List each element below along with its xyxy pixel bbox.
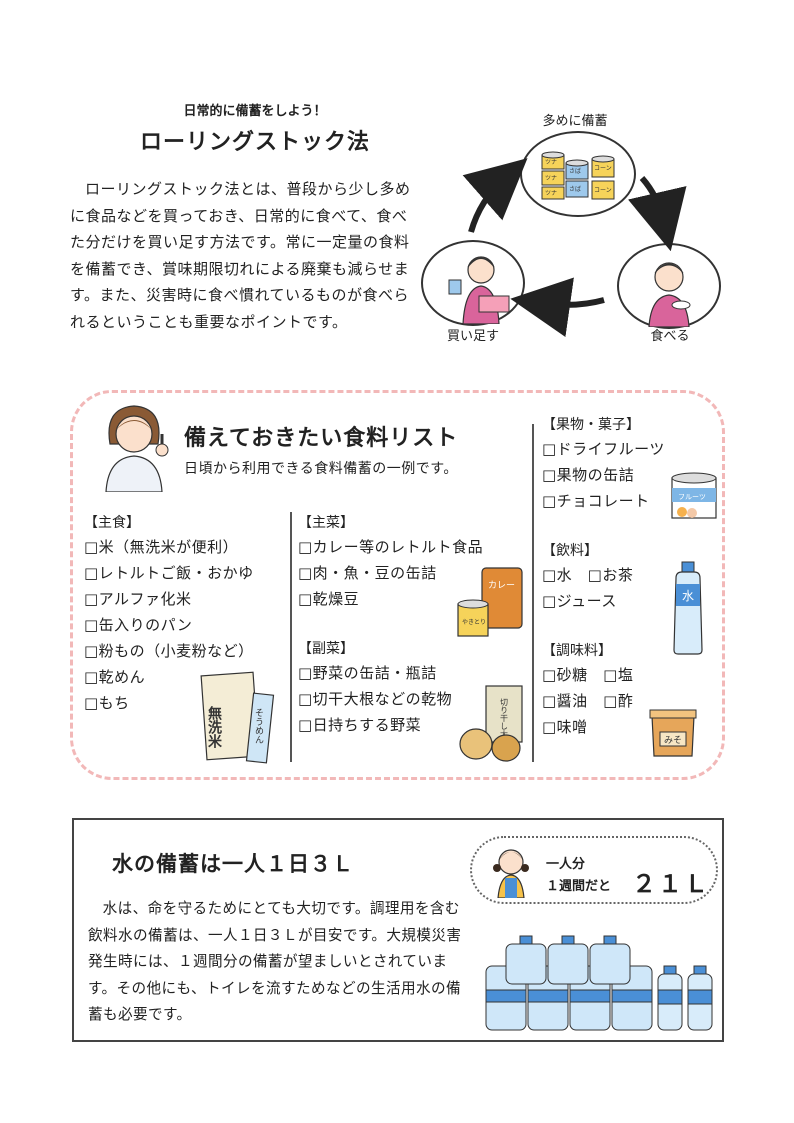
water-body: 水は、命を守るためにとても大切です。調理用を含む飲料水の備蓄は、一人１日３Ｌが目… (88, 900, 462, 1023)
water-bottles-illustration (485, 935, 713, 1031)
noodle-package-label: そうめん (253, 708, 264, 744)
stock-circle: ツナ ツナ さば ツナ さば コーン コーン (520, 131, 636, 217)
list-item: □水 □お茶 (542, 566, 634, 584)
main-dish-list: □カレー等のレトルト食品 □肉・魚・豆の缶詰 □乾燥豆 (298, 534, 483, 612)
retort-curry-illustration: カレー やきとり (457, 567, 523, 637)
food-list-box (70, 390, 725, 780)
cycle-label-stock: 多めに備蓄 (542, 114, 608, 129)
water-bottle-illustration: 水 (673, 561, 703, 655)
column-divider (532, 424, 534, 762)
can-label: ツナ (545, 190, 557, 197)
list-item: □ジュース (542, 592, 617, 610)
intro-subtitle: 日常的に備蓄をしよう！ (183, 104, 327, 119)
list-item: □醤油 □酢 (542, 692, 634, 710)
list-item: □日持ちする野菜 (298, 716, 422, 734)
list-item: □味噌 (542, 718, 588, 736)
seasonings-list: □砂糖 □塩 □醤油 □酢 □味噌 (542, 662, 633, 740)
fruit-list: □ドライフルーツ □果物の缶詰 □チョコレート (542, 436, 665, 514)
buy-circle (421, 240, 525, 326)
canned-goods-illustration: ツナ ツナ さば ツナ さば コーン コーン (541, 151, 615, 200)
list-item: □砂糖 □塩 (542, 666, 634, 684)
staple-list: □米（無洗米が便利） □レトルトご飯・おかゆ □アルファ化米 □缶入りのパン □… (84, 534, 254, 716)
water-box (72, 818, 724, 1042)
intro-title: ローリングストック法 (139, 130, 370, 155)
fruit-heading: 【果物・菓子】 (542, 417, 640, 433)
list-item: □果物の缶詰 (542, 466, 635, 484)
staple-heading: 【主食】 (84, 515, 140, 531)
column-divider (290, 512, 292, 762)
water-bottle-label: 水 (682, 589, 694, 603)
list-item: □米（無洗米が便利） (84, 538, 239, 556)
rice-and-noodles-illustration: 無洗米 そうめん (200, 671, 275, 764)
arrow-stock-to-eat (628, 176, 687, 252)
badge-per-week: １週間だと (546, 879, 612, 894)
can-label: さば (569, 167, 581, 175)
list-item: □乾めん (84, 668, 146, 686)
cycle-label-buy: 買い足す (446, 329, 499, 344)
side-dish-heading: 【副菜】 (298, 641, 354, 657)
person-shopping-illustration (448, 256, 510, 325)
drinks-list: □水 □お茶 □ジュース (542, 562, 633, 614)
can-label: コーン (594, 187, 612, 194)
main-dish-heading: 【主菜】 (298, 515, 354, 531)
rice-package-label: 無洗米 (206, 705, 222, 749)
can-label: さば (569, 185, 581, 193)
person-eating-illustration (648, 262, 691, 328)
yakitori-can-label: やきとり (462, 618, 486, 626)
food-list-subtitle: 日頃から利用できる食料備蓄の一例です。 (184, 461, 458, 477)
can-label: コーン (594, 165, 612, 172)
water-title: 水の備蓄は一人１日３Ｌ (112, 852, 354, 876)
dried-radish-label: 切り干し大根 (500, 698, 509, 747)
list-item: □アルファ化米 (84, 590, 192, 608)
cycle-label-eat: 食べる (650, 329, 690, 344)
seasonings-heading: 【調味料】 (542, 643, 612, 659)
curry-package-label: カレー (488, 580, 515, 591)
miso-container-illustration: みそ (649, 709, 697, 757)
list-item: □野菜の缶詰・瓶詰 (298, 664, 437, 682)
fruit-can-illustration: フルーツ (671, 472, 717, 519)
list-item: □レトルトご飯・おかゆ (84, 564, 254, 582)
miso-label: みそ (664, 735, 682, 746)
dried-radish-and-vegetables-illustration: 切り干し大根 (459, 685, 523, 762)
fruit-can-label: フルーツ (678, 493, 706, 501)
intro-body: ローリングストック法とは、普段から少し多めに食品などを買っておき、日常的に食べて… (70, 180, 411, 331)
list-item: □カレー等のレトルト食品 (298, 538, 484, 556)
can-label: ツナ (545, 159, 557, 166)
water-badge (470, 836, 718, 904)
list-item: □切干大根などの乾物 (298, 690, 453, 708)
list-item: □もち (84, 694, 130, 712)
list-item: □粉もの（小麦粉など） (84, 642, 254, 660)
woman-pointing-illustration (105, 405, 169, 492)
badge-amount: ２１Ｌ (632, 870, 710, 898)
drinks-heading: 【飲料】 (542, 543, 598, 559)
child-illustration (493, 849, 529, 898)
side-dish-list: □野菜の缶詰・瓶詰 □切干大根などの乾物 □日持ちする野菜 (298, 660, 452, 738)
food-list-title: 備えておきたい食料リスト (184, 426, 459, 451)
list-item: □チョコレート (542, 492, 650, 510)
badge-per-person: 一人分 (546, 857, 586, 872)
arrow-eat-to-buy (510, 277, 605, 337)
list-item: □ドライフルーツ (542, 440, 665, 458)
list-item: □缶入りのパン (84, 616, 193, 634)
can-label: ツナ (545, 175, 557, 182)
cycle-arrows (462, 158, 687, 337)
arrow-buy-to-stock (462, 158, 528, 233)
list-item: □肉・魚・豆の缶詰 (298, 564, 437, 582)
list-item: □乾燥豆 (298, 590, 360, 608)
